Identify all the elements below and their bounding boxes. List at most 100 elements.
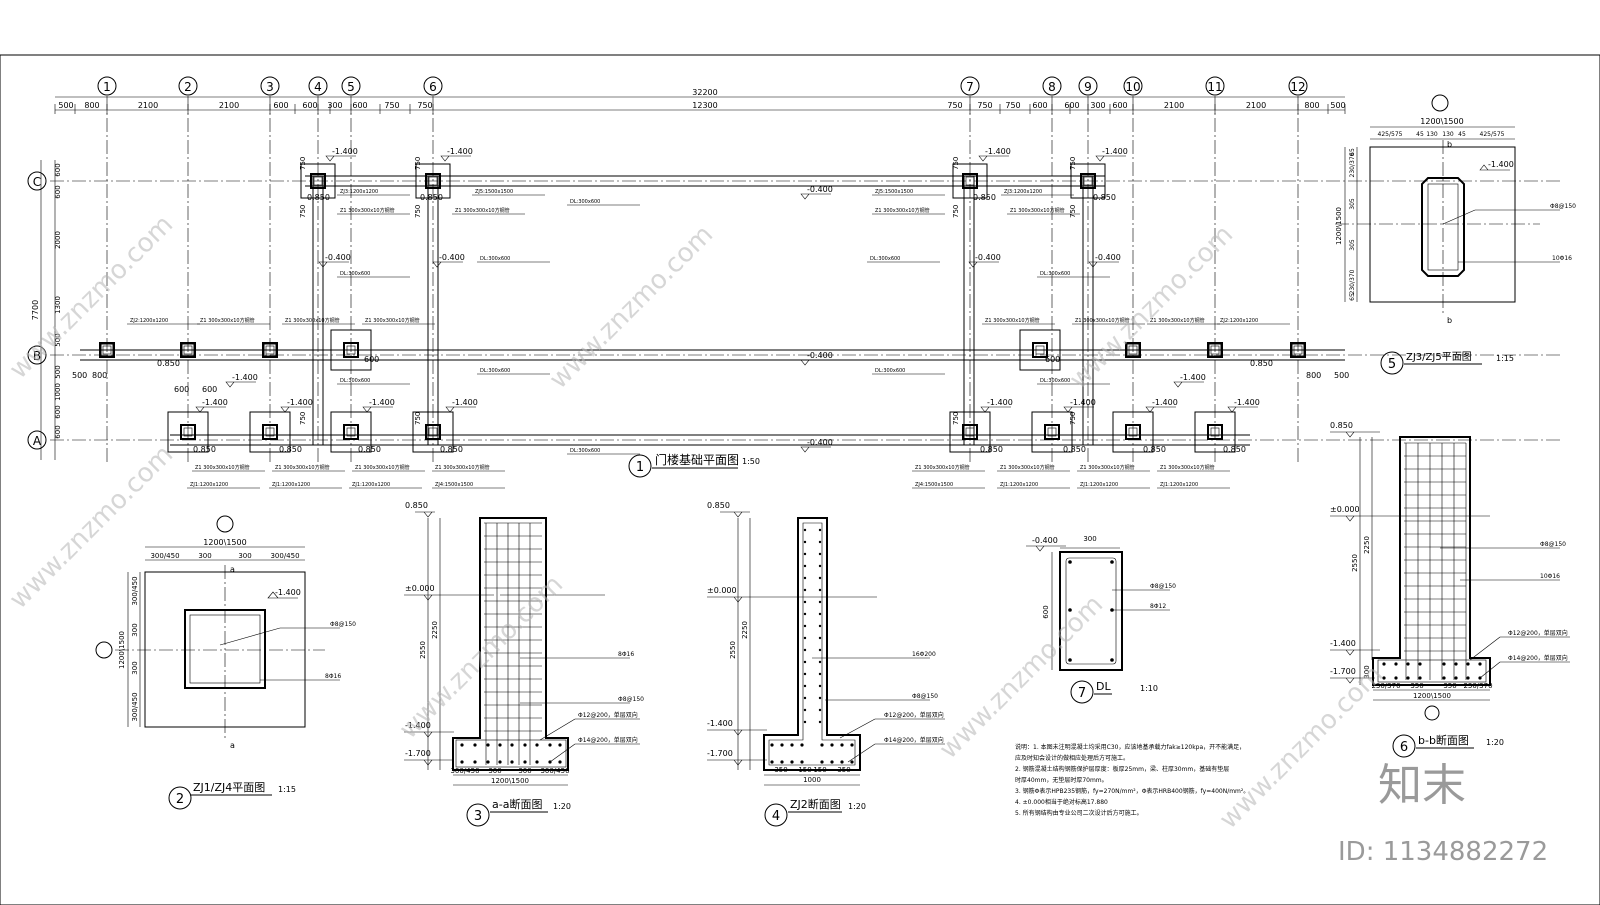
detail4-rebar-dots [770,528,854,764]
detail-dl-section: -0.400 300 600 Φ8@150 8Φ12 7 DL 1:10 [1026,535,1176,704]
plan-label: DL:300x600 [340,378,370,384]
detail5-dim-part: 230/370 [1349,152,1356,177]
note-line: 3. 钢筋Φ表示HPB235钢筋，fy=270N/mm²，Φ表示HRB400钢筋… [1015,787,1249,795]
elev-text: -0.400 [807,438,833,447]
detail3-rebar-label: Φ12@200，单层双向 [578,711,638,719]
detail5-section-mark: b [1447,316,1452,325]
footing-a-steel [1128,427,1138,437]
elev-text-850: 0.850 [1250,359,1273,368]
rebar-dot [803,552,807,556]
plan-label: Z1 300x300x10方钢管 [875,207,930,214]
footing-b-column [180,342,196,358]
detail6-dim-b: 350 [1443,682,1456,690]
rebar-dot [1454,676,1458,680]
detail7-title-bubble [1070,680,1094,704]
detail-b-b-section: 2550 2250 300 0.850 ±0.000 -1.400 -1.700… [1330,421,1570,758]
rebar-dot [460,743,464,747]
detail5-dim-part: 65 [1349,148,1356,156]
elev-marker [280,406,311,413]
detail4-dim-b: 150 [798,766,811,774]
axis-bubble-1 [97,76,117,96]
footing-b-pad [330,329,372,371]
elev-text: -1.400 [452,398,478,407]
plan-title-number: 1 [636,460,644,475]
detail4-scale: 1:20 [848,802,866,811]
axis-label-9: 9 [1084,80,1092,94]
detail5-title-number: 5 [1388,357,1396,372]
elev-text: -1.400 [1070,398,1096,407]
footing-a-steel [965,427,975,437]
elev-marker [1088,261,1119,268]
axis-label-3: 3 [266,80,274,94]
elev-marker [1173,381,1204,388]
elev-marker [968,261,999,268]
watermark-site: www.znzmo.com [544,220,719,395]
rebar-dot [1418,662,1422,666]
rebar-dot [1382,676,1386,680]
axis-label-2: 2 [184,80,192,94]
dim-segment: 600 [1032,101,1047,110]
detail-zj3-zj5-plan: 1200\1500 425/575 45 130 130 45 425/575 … [1335,94,1576,375]
detail5-dim-part: 305 [1349,239,1356,251]
footing-b-steel [1293,345,1303,355]
rebar-dot [1466,676,1470,680]
dim-left-segment: 600 [54,163,62,176]
axis-label-10: 10 [1125,80,1140,94]
footing-b-column [262,342,278,358]
rebar-dot [473,743,477,747]
detail2-axis-bubble-left [95,641,113,659]
axis-label-b: B [33,349,41,363]
dim-segment: 750 [1005,101,1020,110]
dim-segment: 750 [977,101,992,110]
note-line: 说明：1. 本图未注明混凝土均采用C30，应该地基承载力fak≥120kpa，开… [1015,743,1245,751]
rebar-dot [523,743,527,747]
elev-marker [440,155,471,162]
detail2-title: ZJ1/ZJ4平面图 [193,781,265,794]
rebar-dot [558,760,562,764]
detail5-dim-part: 45 [1416,131,1424,138]
axis-label-12: 12 [1290,80,1305,94]
plan-label: Z1 300x300x10方钢管 [435,464,490,471]
elev-text: -1.400 [287,398,313,407]
watermark-logo: 知末 [1378,760,1466,811]
detail3-dim-v: 2250 [431,621,439,639]
footing-a-pad [1194,411,1236,453]
detail3-rebar-label: 8Φ16 [618,651,634,658]
plan-label: ZJ3:1200x1200 [1004,189,1042,195]
detail5-dim-part: 130 [1426,131,1438,138]
rebar-dot [790,743,794,747]
footing-a-column [962,424,978,440]
detail4-title-number: 4 [772,809,780,824]
elev-marker [432,261,463,268]
plan-label: DL:300x600 [570,448,600,454]
elev-text: -1.400 [1234,398,1260,407]
elev-marker [1227,406,1258,413]
rebar-dot [818,672,822,676]
plan-label: Z1 300x300x10方钢管 [365,317,420,324]
elev-text: -1.400 [1152,398,1178,407]
plan-label: DL:300x600 [1040,271,1070,277]
detail2-dim-part: 300 [198,552,211,560]
elev-marker [225,381,256,388]
elev-text-850: 0.850 [1063,445,1086,454]
plan-title: 门楼基础平面图 [655,452,739,467]
elev-marker [445,406,476,413]
elev-text: -1.400 [202,398,228,407]
detail5-scale: 1:15 [1496,354,1514,363]
detail3-dim-b-total: 1200\1500 [491,777,529,785]
axis-label-8: 8 [1048,80,1056,94]
rebar-dot [818,576,822,580]
footing-a-pad [1031,411,1073,453]
detail3-dim-b: 300/450 [540,767,569,775]
plan-label: Z1 300x300x10方钢管 [200,317,255,324]
elev-text-850: 0.850 [440,445,463,454]
detail5-elevation: -1.400 [1488,160,1514,169]
detail5-axis-bubble [1431,94,1449,112]
footing-a-column [180,424,196,440]
detail3-title-number: 3 [474,809,482,824]
dim-segment: 750 [947,101,962,110]
plan-label: ZJ2:1200x1200 [130,318,168,324]
